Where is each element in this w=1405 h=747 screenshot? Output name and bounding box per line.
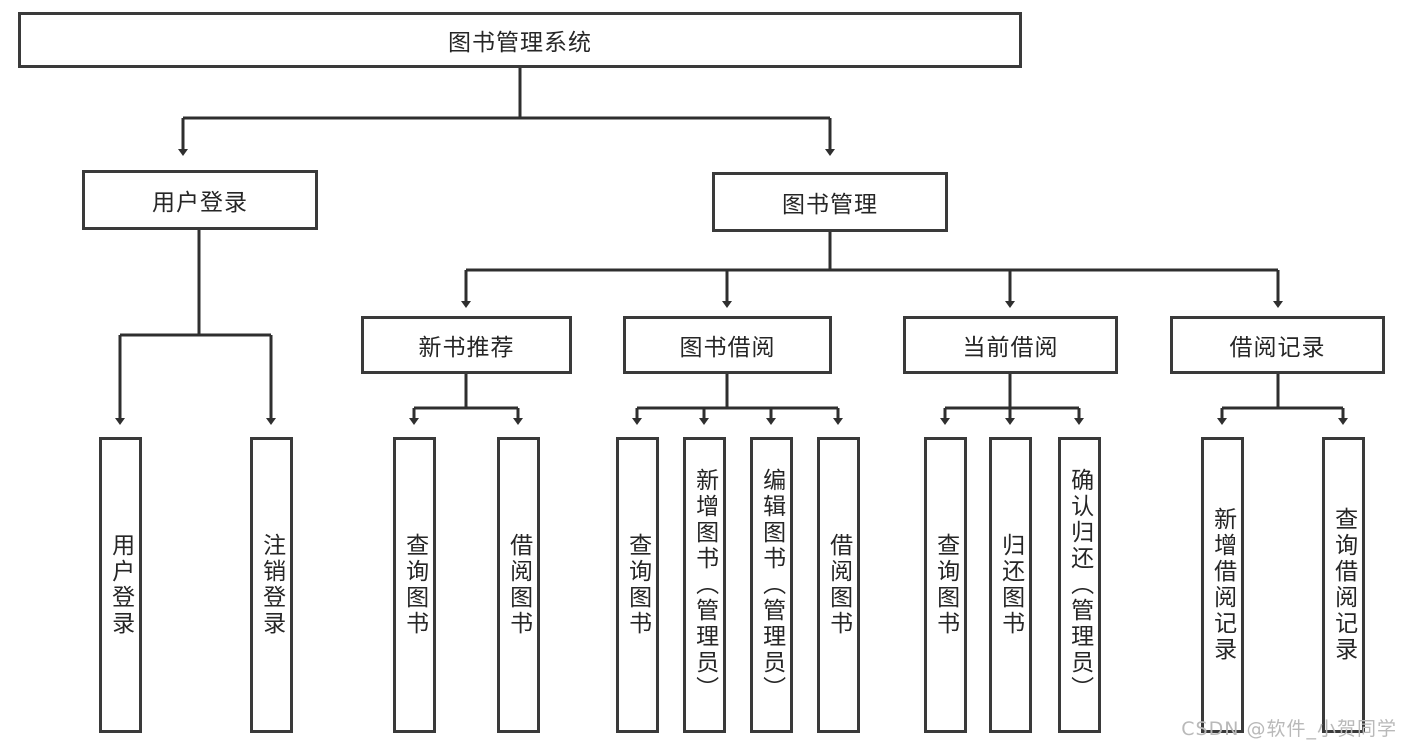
leaf-label: 借阅图书 [505,533,532,637]
leaf-current-borrow-return-book[interactable]: 归还图书 [989,437,1032,733]
leaf-current-borrow-confirm-return[interactable]: 确认归还（管理员） [1058,437,1101,733]
node-book-borrow-label: 图书借阅 [679,335,776,361]
node-book-management-label: 图书管理 [782,192,878,218]
leaf-label: 查询图书 [401,533,428,637]
leaf-label: 查询借阅记录 [1330,507,1357,663]
node-new-book-recommend[interactable]: 新书推荐 [361,316,572,374]
leaf-label: 借阅图书 [825,533,852,637]
leaf-label: 新增借阅记录 [1209,507,1236,663]
leaf-book-borrow-query-book[interactable]: 查询图书 [616,437,659,733]
node-borrow-record[interactable]: 借阅记录 [1170,316,1385,374]
leaf-label: 编辑图书（管理员） [758,468,785,702]
leaf-user-login-login[interactable]: 用户登录 [99,437,142,733]
leaf-borrow-record-add-record[interactable]: 新增借阅记录 [1201,437,1244,733]
leaf-book-borrow-edit-book[interactable]: 编辑图书（管理员） [750,437,793,733]
node-user-login-label: 用户登录 [152,190,248,216]
node-book-management[interactable]: 图书管理 [712,172,948,232]
leaf-label: 用户登录 [107,533,134,637]
leaf-book-borrow-add-book[interactable]: 新增图书（管理员） [683,437,726,733]
leaf-new-book-borrow-book[interactable]: 借阅图书 [497,437,540,733]
leaf-book-borrow-borrow-book[interactable]: 借阅图书 [817,437,860,733]
node-new-book-recommend-label: 新书推荐 [418,335,515,361]
leaf-label: 新增图书（管理员） [691,468,718,702]
leaf-label: 归还图书 [997,533,1024,637]
node-root[interactable]: 图书管理系统 [18,12,1022,68]
leaf-label: 查询图书 [624,533,651,637]
node-book-borrow[interactable]: 图书借阅 [623,316,832,374]
leaf-label: 注销登录 [258,533,285,637]
leaf-new-book-query-book[interactable]: 查询图书 [393,437,436,733]
leaf-current-borrow-query-book[interactable]: 查询图书 [924,437,967,733]
leaf-label: 查询图书 [932,533,959,637]
leaf-borrow-record-query-record[interactable]: 查询借阅记录 [1322,437,1365,733]
node-current-borrow[interactable]: 当前借阅 [903,316,1118,374]
leaf-user-login-logout[interactable]: 注销登录 [250,437,293,733]
node-user-login[interactable]: 用户登录 [82,170,318,230]
node-borrow-record-label: 借阅记录 [1229,335,1326,361]
leaf-label: 确认归还（管理员） [1066,468,1093,702]
node-root-label: 图书管理系统 [448,30,592,56]
node-current-borrow-label: 当前借阅 [962,335,1059,361]
